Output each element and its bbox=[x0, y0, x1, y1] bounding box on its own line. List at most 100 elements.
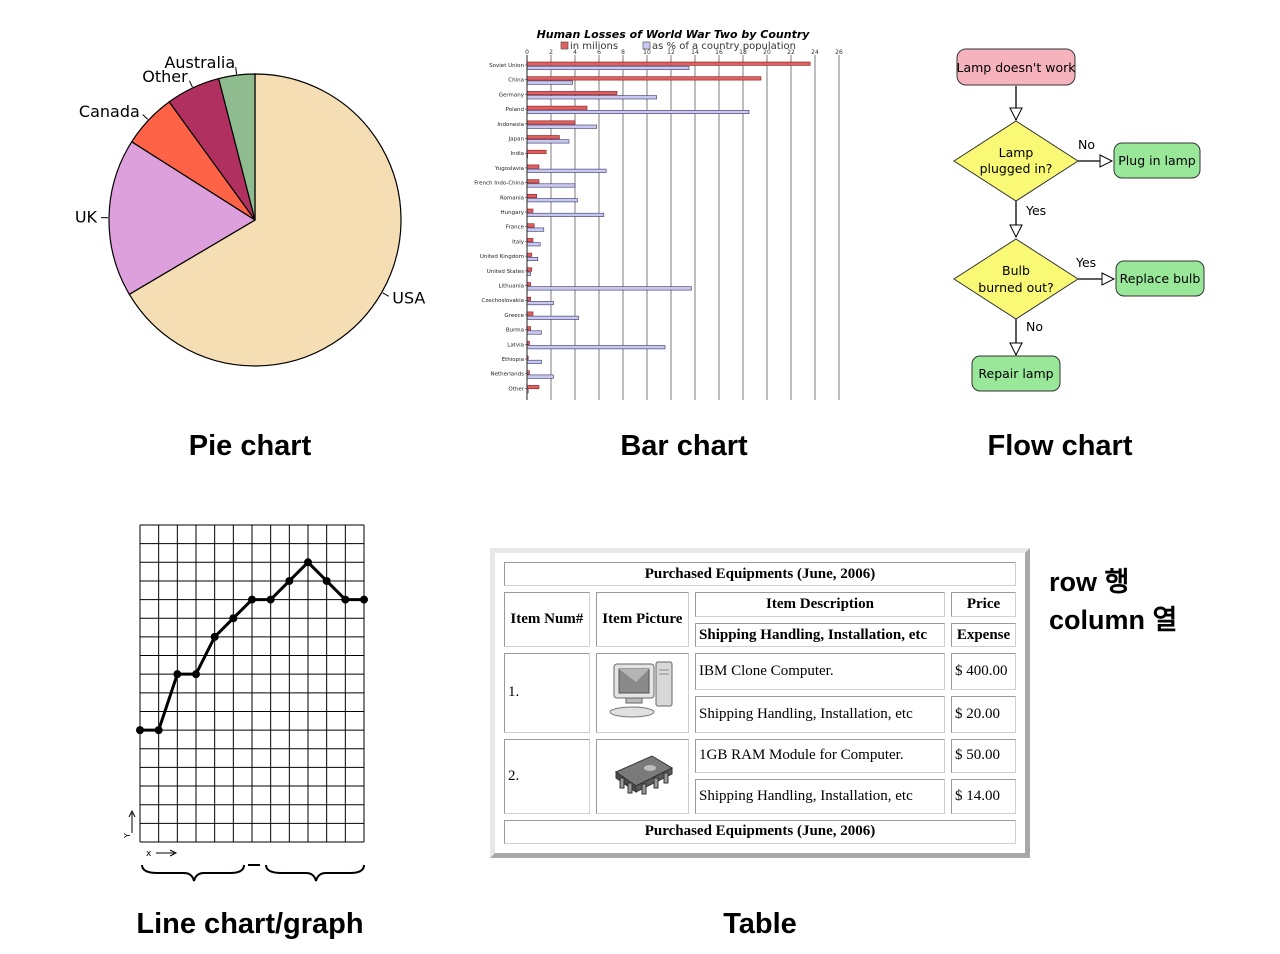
bar-x-tick-label: 16 bbox=[715, 49, 723, 56]
bar-category-label: Netherlands bbox=[490, 372, 524, 378]
bar-united-states-series-2 bbox=[526, 271, 531, 276]
header-shipping: Shipping Handling, Installation, etc bbox=[695, 622, 945, 648]
bar-poland-series-1 bbox=[526, 105, 588, 110]
bar-x-tick-label: 24 bbox=[811, 49, 819, 56]
flow-action-replace-label: Replace bulb bbox=[1120, 271, 1201, 286]
bar-category-label: India bbox=[511, 151, 525, 157]
bar-italy-series-1 bbox=[526, 238, 534, 243]
table-row: 2. 1GB RAM Module for Computer. $ 50.00 bbox=[504, 738, 1016, 814]
bar-x-tick-label: 2 bbox=[549, 49, 553, 56]
header-item-num: Item Num# bbox=[504, 592, 590, 648]
bar-india-series-1 bbox=[526, 149, 547, 154]
line-point bbox=[360, 595, 368, 604]
line-chart-caption: Line chart/graph bbox=[136, 908, 364, 940]
line-x-label: x bbox=[146, 849, 152, 859]
row-number: 2. bbox=[504, 738, 590, 814]
bar-category-label: United States bbox=[487, 269, 524, 275]
x-axis-arrowhead-icon bbox=[169, 849, 178, 857]
bar-yugoslavia-series-1 bbox=[526, 164, 540, 169]
bar-legend-swatch-2 bbox=[642, 41, 651, 50]
flow-decision1-no-label: No bbox=[1078, 137, 1095, 152]
bar-united-kingdom-series-2 bbox=[526, 257, 539, 262]
bar-legend-label-1: in milions bbox=[570, 41, 618, 52]
row-description: 1GB RAM Module for Computer. bbox=[695, 738, 945, 774]
bar-yugoslavia-series-2 bbox=[526, 168, 607, 173]
bar-chart-title: Human Losses of World War Two by Country bbox=[537, 28, 811, 41]
flow-decision2-diamond bbox=[953, 238, 1079, 320]
flow-decision1-yes-label: Yes bbox=[1025, 203, 1046, 218]
bar-category-label: Yugoslavia bbox=[494, 166, 524, 172]
header-item-description: Item Description bbox=[695, 592, 945, 617]
line-chart: Yx bbox=[123, 524, 368, 882]
bar-x-tick-label: 4 bbox=[573, 49, 577, 56]
line-point bbox=[210, 632, 219, 641]
bar-netherlands-series-2 bbox=[526, 374, 554, 379]
bar-china-series-1 bbox=[526, 76, 762, 81]
line-point bbox=[285, 576, 294, 585]
line-point bbox=[173, 670, 182, 679]
bar-lithuania-series-2 bbox=[526, 286, 692, 291]
bar-french-indo-china-series-1 bbox=[526, 179, 540, 184]
flow-action-plug-label: Plug in lamp bbox=[1118, 153, 1196, 168]
bar-chart: Human Losses of World War Two by Country… bbox=[474, 28, 843, 400]
pie-label-uk: UK bbox=[75, 208, 98, 227]
bar-burma-series-1 bbox=[526, 326, 531, 331]
line-point bbox=[192, 670, 200, 679]
bar-category-label: Other bbox=[508, 386, 524, 392]
bar-category-label: Japan bbox=[508, 137, 525, 143]
pie-slice-australia bbox=[217, 73, 256, 221]
bar-lithuania-series-1 bbox=[526, 282, 531, 287]
bar-x-tick-label: 6 bbox=[597, 49, 601, 56]
bar-category-label: Soviet Union bbox=[489, 63, 524, 69]
row-note: row 행 bbox=[1049, 567, 1130, 597]
bar-soviet-union-series-1 bbox=[526, 61, 811, 66]
row-picture bbox=[595, 738, 690, 814]
bar-poland-series-2 bbox=[526, 110, 750, 115]
line-point bbox=[266, 595, 275, 604]
row-shipping-price: $ 14.00 bbox=[951, 779, 1016, 814]
bar-japan-series-1 bbox=[526, 135, 560, 140]
bar-indonesia-series-2 bbox=[526, 124, 597, 129]
bar-category-label: Czechoslovakia bbox=[482, 298, 524, 304]
flow-start-label: Lamp doesn't work bbox=[957, 60, 1077, 75]
pie-slice-uk bbox=[108, 140, 257, 296]
bar-ethiopia-series-2 bbox=[526, 359, 542, 364]
flow-start-box bbox=[956, 48, 1076, 86]
bar-x-tick-label: 0 bbox=[525, 49, 529, 56]
pie-label-australia: Australia bbox=[164, 53, 235, 72]
bar-united-states-series-1 bbox=[526, 267, 533, 272]
table-row: 1. IBM Clone Computer. $ 400.00 bbox=[504, 653, 1016, 733]
bar-x-tick-label: 8 bbox=[621, 49, 625, 56]
bar-greece-series-1 bbox=[526, 311, 534, 316]
bar-x-tick-label: 18 bbox=[739, 49, 747, 56]
bar-germany-series-2 bbox=[526, 95, 657, 100]
bar-legend-label-2: as % of a country population bbox=[652, 41, 796, 52]
bar-category-label: Indonesia bbox=[497, 122, 524, 128]
bar-other-series-1 bbox=[526, 385, 540, 390]
flow-action-repair-label: Repair lamp bbox=[978, 366, 1053, 381]
bar-category-label: Greece bbox=[504, 313, 524, 319]
row-shipping: Shipping Handling, Installation, etc bbox=[695, 779, 945, 814]
line-point bbox=[136, 726, 144, 735]
row-price: $ 50.00 bbox=[951, 738, 1016, 774]
bar-x-tick-label: 26 bbox=[835, 49, 843, 56]
bar-category-label: Ethiopia bbox=[502, 357, 524, 363]
column-note: column 열 bbox=[1049, 605, 1178, 635]
equipment-table-frame: Purchased Equipments (June, 2006) Item N… bbox=[490, 548, 1030, 858]
bar-hungary-series-2 bbox=[526, 212, 605, 217]
bar-category-label: France bbox=[506, 225, 525, 231]
flow-decision1-label-line1: Lamp bbox=[999, 145, 1034, 160]
bar-category-label: United Kingdom bbox=[480, 254, 524, 260]
bar-indonesia-series-1 bbox=[526, 120, 576, 125]
computer-icon bbox=[609, 661, 673, 718]
row-description: IBM Clone Computer. bbox=[695, 653, 945, 690]
bar-category-label: Burma bbox=[506, 328, 524, 334]
pie-label-usa: USA bbox=[392, 288, 425, 307]
header-item-picture: Item Picture bbox=[595, 592, 690, 648]
bar-france-series-2 bbox=[526, 227, 545, 232]
bar-legend-swatch-1 bbox=[560, 41, 569, 50]
line-point bbox=[341, 595, 350, 604]
flow-action-repair-box bbox=[971, 355, 1061, 392]
bar-romania-series-1 bbox=[526, 194, 537, 199]
right-brace-icon bbox=[265, 864, 365, 882]
